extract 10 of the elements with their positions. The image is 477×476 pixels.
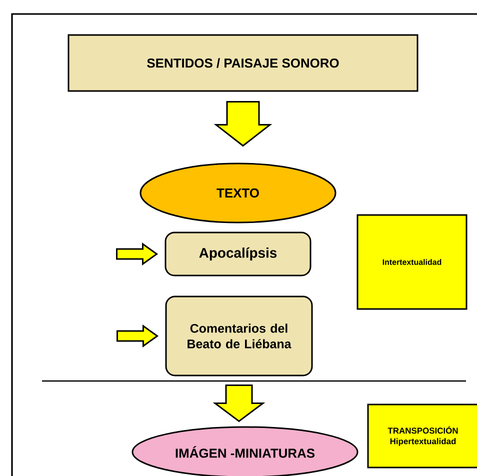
rounded-box: Comentarios del Beato de Liébana	[165, 296, 313, 376]
rounded-box: Apocalípsis	[164, 232, 312, 276]
ellipse-node: IMÁGEN -MINIATURAS	[132, 426, 358, 476]
block-arrow	[116, 242, 158, 266]
block-arrow	[214, 101, 272, 147]
process-box: SENTIDOS / PAISAJE SONORO	[68, 34, 418, 92]
note-box: TRANSPOSICIÓN Hipertextualidad	[367, 404, 477, 468]
ellipse-node: TEXTO	[140, 162, 336, 224]
block-arrow	[212, 384, 266, 422]
block-arrow	[116, 324, 159, 348]
